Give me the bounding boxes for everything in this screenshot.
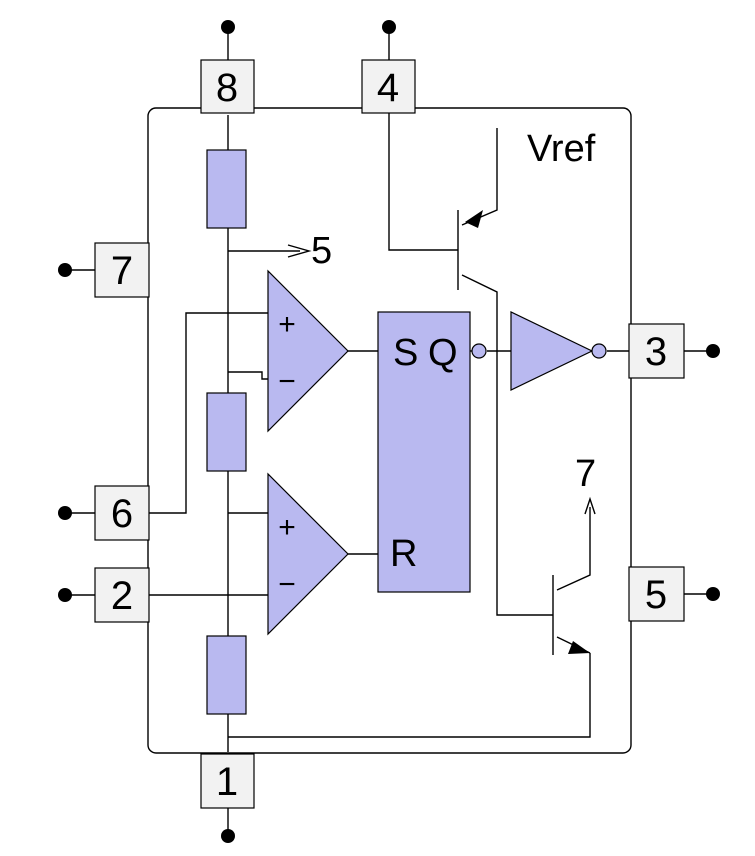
pin-8[interactable]: 8 [200, 59, 255, 114]
control-voltage-ref-label: 5 [311, 230, 332, 272]
pin-3-label: 3 [645, 330, 667, 374]
discharge-ref-label: 7 [575, 453, 596, 495]
pin-2-label: 2 [111, 574, 133, 618]
pin-8-label: 8 [216, 66, 238, 110]
pin-5[interactable]: 5 [628, 566, 685, 622]
terminal-dot-8[interactable] [221, 20, 235, 34]
flipflop-s-label: S [393, 332, 418, 374]
terminal-dot-6[interactable] [58, 506, 72, 520]
pin-4[interactable]: 4 [361, 59, 416, 114]
terminal-dot-3[interactable] [706, 344, 720, 358]
output-inversion-bubble [591, 343, 607, 359]
terminal-dot-4[interactable] [382, 20, 396, 34]
terminal-dot-5[interactable] [706, 587, 720, 601]
upper-transistor-emitter-arrow [465, 210, 483, 228]
comp1-minus-sign: − [278, 365, 296, 398]
comparator-threshold [267, 269, 349, 433]
pin-1[interactable]: 1 [200, 753, 255, 809]
pin-7[interactable]: 7 [94, 242, 150, 298]
pin-5-label: 5 [645, 573, 667, 617]
pin-1-label: 1 [216, 760, 238, 804]
flipflop-r-label: R [390, 533, 417, 575]
flip-flop [377, 311, 471, 593]
pin-3[interactable]: 3 [628, 323, 685, 379]
pin-6-label: 6 [111, 492, 133, 536]
comp2-plus-sign: + [278, 511, 296, 544]
pin-6[interactable]: 6 [94, 485, 150, 541]
terminal-dot-2[interactable] [58, 588, 72, 602]
flipflop-q-label: Q [428, 332, 458, 374]
pin-7-label: 7 [111, 249, 133, 293]
resistor-bottom [206, 635, 247, 715]
vref-label: Vref [527, 128, 596, 170]
terminal-dot-1[interactable] [221, 829, 235, 843]
discharge-emitter-arrow [568, 641, 590, 654]
ctrl-tap-arrow [287, 244, 312, 258]
output-buffer [510, 311, 594, 391]
discharge-output-arrow [584, 496, 596, 515]
resistor-middle [206, 392, 247, 472]
terminal-dot-7[interactable] [58, 263, 72, 277]
pin-terminals [58, 20, 720, 843]
comp1-plus-sign: + [278, 308, 296, 341]
q-inversion-bubble [471, 343, 487, 359]
comp2-minus-sign: − [278, 568, 296, 601]
comparator-trigger [267, 472, 349, 636]
resistor-top [206, 149, 247, 229]
pin-2[interactable]: 2 [94, 567, 150, 623]
pin-4-label: 4 [377, 66, 399, 110]
